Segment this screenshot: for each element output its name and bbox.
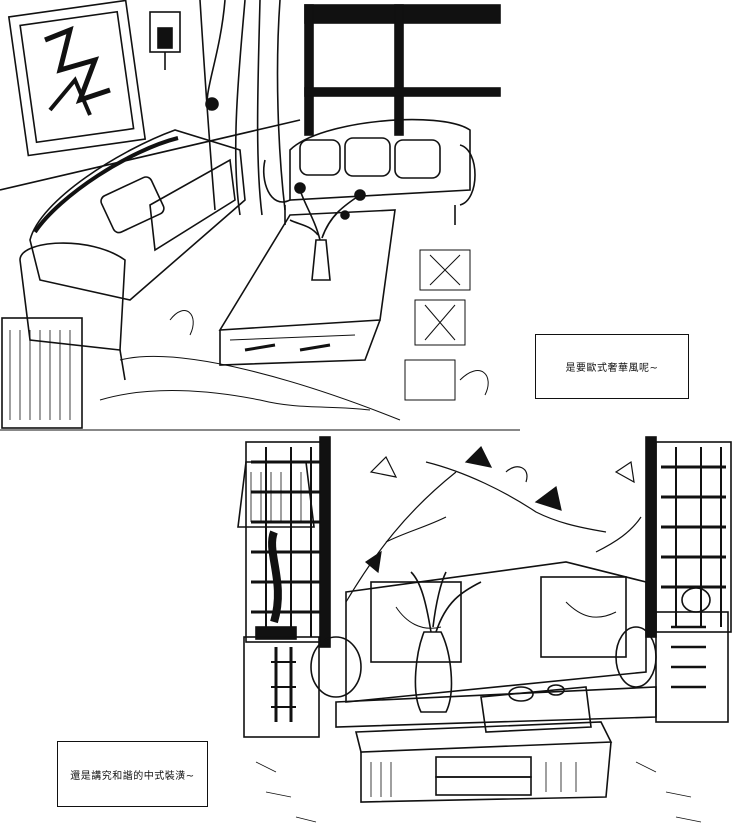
caption-european-style: 是要歐式奢華風呢~ bbox=[535, 334, 689, 399]
european-living-room-panel bbox=[0, 0, 520, 432]
side-table bbox=[1, 317, 83, 429]
chinese-coffee-table bbox=[354, 721, 613, 803]
caption-chinese-style: 還是講究和諧的中式裝潢~ bbox=[57, 741, 208, 807]
tea-tray bbox=[480, 684, 592, 733]
right-pedestal bbox=[655, 587, 729, 723]
window bbox=[304, 4, 501, 136]
left-lattice-screen bbox=[245, 436, 331, 648]
porcelain-vase bbox=[410, 571, 482, 713]
left-sofa bbox=[19, 129, 246, 381]
right-lattice-screen bbox=[645, 436, 732, 638]
painting-frame bbox=[7, 0, 147, 157]
back-sofa bbox=[263, 118, 476, 225]
caption-european-text: 是要歐式奢華風呢~ bbox=[565, 363, 659, 374]
patterned-rug bbox=[99, 249, 489, 421]
curtain bbox=[199, 0, 286, 216]
table-lamp bbox=[237, 461, 315, 640]
chinese-sofa bbox=[310, 561, 657, 728]
flower-vase bbox=[289, 182, 366, 281]
caption-chinese-text: 還是講究和諧的中式裝潢~ bbox=[70, 770, 195, 782]
bird-and-branch-mural bbox=[345, 445, 642, 603]
coffee-table bbox=[218, 209, 396, 366]
chinese-living-room-panel bbox=[236, 432, 740, 833]
wall-sconce bbox=[149, 11, 181, 70]
left-pedestal bbox=[243, 636, 320, 738]
